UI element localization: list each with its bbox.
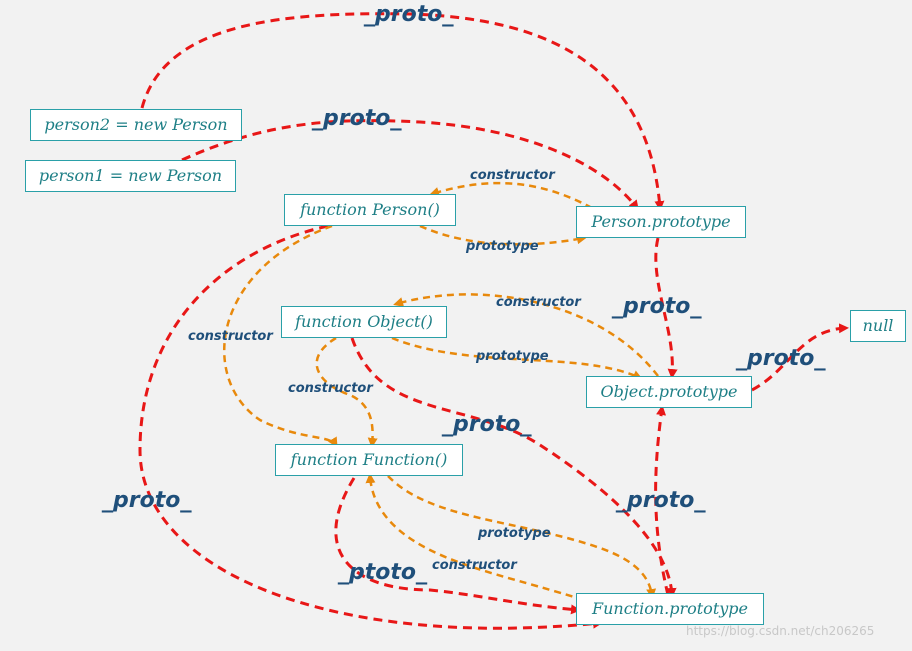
label-constructor-person: constructor — [470, 168, 555, 183]
label-proto-functionproto: _proto_ — [616, 488, 706, 513]
node-person1: person1 = new Person — [25, 160, 236, 192]
label-constructor-function: constructor — [432, 558, 517, 573]
label-prototype-object: prototype — [476, 349, 549, 364]
node-object-prototype: Object.prototype — [586, 376, 752, 408]
edge-person-fn-proto — [138, 224, 603, 630]
edge-object-fn-proto — [350, 337, 677, 598]
node-person2: person2 = new Person — [30, 109, 242, 141]
edge-person-prototype — [419, 224, 587, 246]
edge-person-constructor — [222, 224, 338, 448]
edge-object-prototype — [391, 336, 643, 380]
edge-objectproto-constructor — [393, 293, 659, 377]
label-proto-person1: _proto_ — [312, 106, 402, 131]
node-function-function: function Function() — [275, 444, 463, 476]
node-person-prototype: Person.prototype — [576, 206, 746, 238]
node-function-prototype: Function.prototype — [576, 593, 764, 625]
node-null: null — [850, 310, 906, 342]
label-ptoto-function-fn: _ptoto_ — [338, 560, 428, 585]
edge-person2-proto — [140, 12, 665, 211]
edge-object-constructor — [315, 336, 378, 448]
label-prototype-person: prototype — [466, 239, 539, 254]
label-proto-person-fn: _proto_ — [102, 488, 192, 513]
label-constructor-object: constructor — [496, 295, 581, 310]
edge-personproto-proto — [654, 237, 678, 379]
label-proto-personproto: _proto_ — [612, 294, 702, 319]
node-function-person: function Person() — [284, 194, 456, 226]
label-proto-null: _proto_ — [736, 346, 826, 371]
edge-function-prototype — [387, 475, 657, 599]
edge-person1-proto — [181, 119, 639, 211]
label-proto-top: _proto_ — [364, 2, 454, 27]
label-constructor-object-fn: constructor — [288, 381, 373, 396]
edge-functionproto-constructor — [365, 473, 585, 602]
edge-function-fn-proto — [334, 477, 581, 615]
edge-functionproto-objectproto — [654, 405, 670, 596]
node-function-object: function Object() — [281, 306, 447, 338]
watermark: https://blog.csdn.net/ch206265 — [686, 624, 875, 638]
edge-personproto-constructor — [429, 181, 593, 210]
label-prototype-function: prototype — [478, 526, 551, 541]
label-proto-object-fn: _proto_ — [442, 412, 532, 437]
label-constructor-person-fn: constructor — [188, 329, 273, 344]
